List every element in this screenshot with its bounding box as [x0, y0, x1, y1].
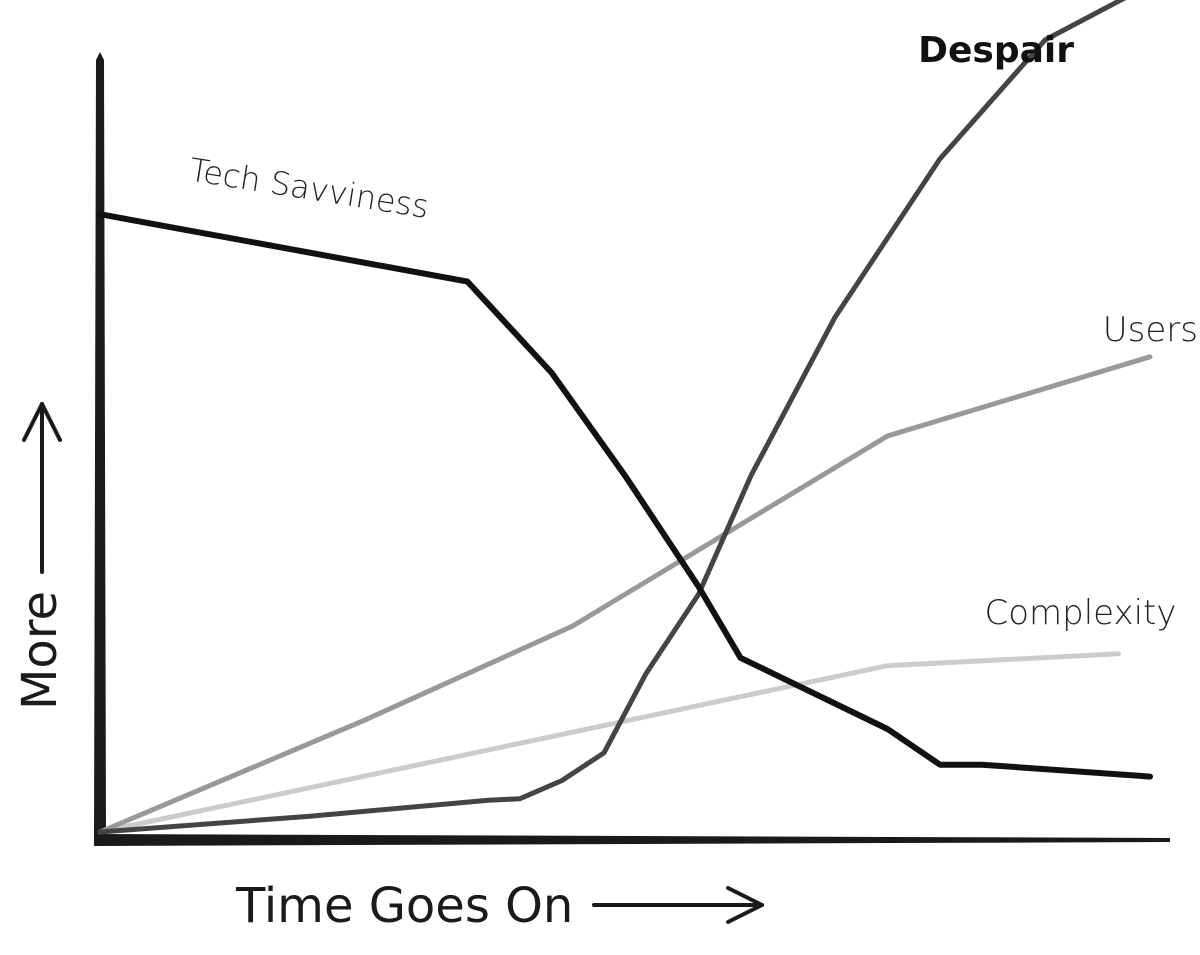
y-axis-label-group: More — [12, 402, 68, 710]
x-axis-arrow — [592, 886, 764, 924]
series-label-despair: Despair — [918, 30, 1074, 71]
series-line-despair — [97, 0, 1127, 835]
series-line-users — [97, 354, 1153, 835]
series-line-complexity — [97, 651, 1121, 835]
x-axis — [94, 834, 1170, 846]
y-axis-line — [94, 52, 106, 840]
x-axis-line — [94, 834, 1170, 846]
series-layer — [97, 0, 1153, 835]
y-axis — [94, 52, 106, 840]
series-label-users: Users — [1103, 310, 1198, 350]
x-axis-label-group: Time Goes On — [235, 878, 764, 934]
y-axis-arrow — [22, 402, 62, 574]
series-label-complexity: Complexity — [984, 593, 1176, 633]
x-axis-label: Time Goes On — [235, 878, 573, 934]
series-label-tech-savviness: Tech Savviness — [187, 151, 432, 226]
y-axis-label: More — [12, 591, 68, 710]
series-line-tech-savviness — [97, 211, 1153, 780]
